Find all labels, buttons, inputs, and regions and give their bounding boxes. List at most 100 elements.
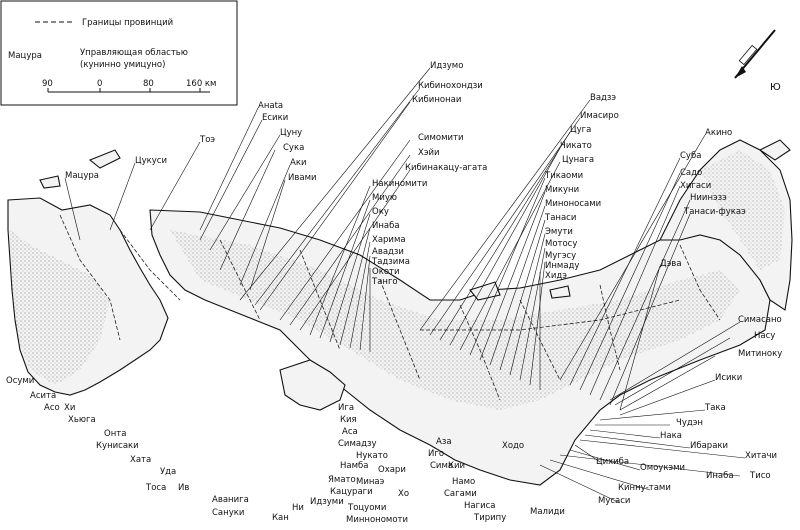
label-hodo: Ходо [502, 441, 524, 451]
label-tosa: Тоса [145, 483, 166, 493]
label-malidi: Малиди [530, 507, 565, 517]
label-mugesu: Мугэсу [545, 251, 576, 261]
label-ibaraki: Ибараки [690, 441, 728, 451]
label-hide: Хидэ [545, 271, 567, 281]
label-ivami: Ивами [288, 173, 317, 183]
label-ohari: Охари [378, 465, 406, 475]
label-kibinonai: Кибинонаи [412, 95, 461, 105]
label-sagami: Сагами [444, 489, 477, 499]
label-idzumi: Идзуми [310, 497, 344, 507]
legend-marker-label: Мацура [8, 51, 42, 61]
label-namba: Намба [340, 461, 368, 471]
label-izumo: Идзумо [430, 61, 463, 71]
scale-tick-0: 0 [97, 79, 102, 89]
scale-tick-80: 80 [143, 79, 154, 89]
label-tiripu: Тирипу [473, 513, 506, 523]
label-tsukusi: Цукуси [135, 156, 167, 166]
label-sanuki: Сануки [212, 508, 244, 518]
label-tsuga: Цуга [570, 125, 591, 135]
label-kii: Кии [448, 461, 465, 471]
label-nukato: Нукато [356, 451, 388, 461]
label-kibinohondzi: Кибинохондзи [418, 81, 483, 91]
labels-bottom: Осуми Асита Асо Хи Хьюга Онта Кунисаки Х… [6, 376, 671, 525]
label-osumi: Осуми [6, 376, 34, 386]
label-hitachi: Хитачи [745, 451, 777, 461]
label-chikato: Чикато [560, 141, 592, 151]
label-naka: Нака [660, 431, 682, 441]
label-tanasi: Танаси [544, 213, 576, 223]
legend: Границы провинций Мацура Управляющая обл… [0, 0, 238, 106]
label-oku: Оку [372, 207, 389, 217]
label-simasano: Симасано [738, 315, 782, 325]
label-omoukemi: Омоукэми [640, 463, 685, 473]
label-okoti: Окоти [372, 267, 400, 277]
label-katsuragi: Кацураги [330, 487, 373, 497]
labels-east: Симасано Насу Митиноку Исики Така Чудэн … [596, 315, 782, 481]
label-ni: Ни [292, 503, 304, 513]
label-hata: Хата [130, 455, 151, 465]
landmass-shikoku [279, 359, 346, 411]
label-mitinoku: Митиноку [738, 349, 782, 359]
islands [39, 139, 791, 301]
label-toe: Тоэ [199, 135, 215, 145]
label-uda: Уда [160, 467, 176, 477]
label-tadzima: Тадзима [371, 257, 410, 267]
legend-marker-desc-1: Управляющая областью [80, 48, 188, 58]
label-taka: Така [704, 403, 726, 413]
label-suka: Сука [283, 143, 304, 153]
label-avadzi: Авадзи [372, 247, 404, 257]
label-motosu: Мотосу [545, 239, 577, 249]
label-deva: Дэва [660, 259, 682, 269]
label-iga: Ига [338, 403, 354, 413]
label-emuti: Эмути [545, 227, 573, 237]
label-simomiti: Симомити [418, 133, 463, 143]
labels-top: Идзумо Кибинохондзи Кибинонаи Анаta Есик… [65, 61, 746, 287]
label-harima: Харима [372, 235, 406, 245]
label-esiki: Есики [262, 113, 288, 123]
label-sado: Садо [680, 168, 702, 178]
label-avaniga: Аванига [212, 495, 249, 505]
leader-lines [64, 67, 746, 504]
scale-tick-160: 160 км [186, 79, 216, 89]
label-onta: Онта [104, 429, 126, 439]
label-imasiro: Имасиро [580, 111, 619, 121]
legend-border-label: Границы провинций [82, 18, 173, 28]
label-musasi: Мусаси [598, 496, 630, 506]
label-tsunaga: Цунага [562, 155, 594, 165]
label-aso: Асо [44, 403, 60, 413]
label-kiya: Кия [340, 415, 357, 425]
label-tsihiba: Цихиба [596, 457, 629, 467]
label-asa: Аса [342, 427, 358, 437]
label-aza: Аза [436, 437, 452, 447]
label-minonosami: Миноносами [545, 199, 601, 209]
label-vadze: Вадзэ [590, 93, 616, 103]
label-tikaomi: Тикаоми [544, 171, 583, 181]
label-minae: Минаэ [356, 477, 385, 487]
label-ho: Хо [398, 489, 409, 499]
label-higasi: Хигаси [680, 181, 711, 191]
label-simadzu: Симадзу [338, 439, 377, 449]
label-mikuni: Микуни [545, 185, 579, 195]
label-totsuomi: Тоцуоми [347, 503, 386, 513]
label-iv: Ив [178, 483, 189, 493]
label-tsunu: Цуну [280, 128, 302, 138]
label-kinnu-tami: Кинну-тами [618, 483, 671, 493]
label-tiso: Тисо [749, 471, 771, 481]
label-aki: Аки [290, 158, 306, 168]
label-asita: Асита [30, 391, 56, 401]
label-inaba-top: Инаба [372, 221, 400, 231]
label-nagisa: Нагиса [464, 501, 495, 511]
label-nasu: Насу [754, 331, 775, 341]
landmass-kyushu [7, 197, 169, 396]
label-matsura: Мацура [65, 171, 99, 181]
label-kibinakatsu-agata: Кибинакацу-агата [405, 163, 487, 173]
label-minnonomoti: Миннономоти [346, 515, 408, 525]
label-isiki: Исики [715, 373, 742, 383]
label-hi: Хи [64, 403, 75, 413]
label-kunisaki: Кунисаки [96, 441, 139, 451]
label-hyuga: Хьюга [68, 415, 96, 425]
label-heyi: Хэйи [418, 148, 440, 158]
label-inmadu: Инмаду [545, 261, 579, 271]
legend-marker-desc-2: (кунинно умицуно) [80, 60, 165, 70]
